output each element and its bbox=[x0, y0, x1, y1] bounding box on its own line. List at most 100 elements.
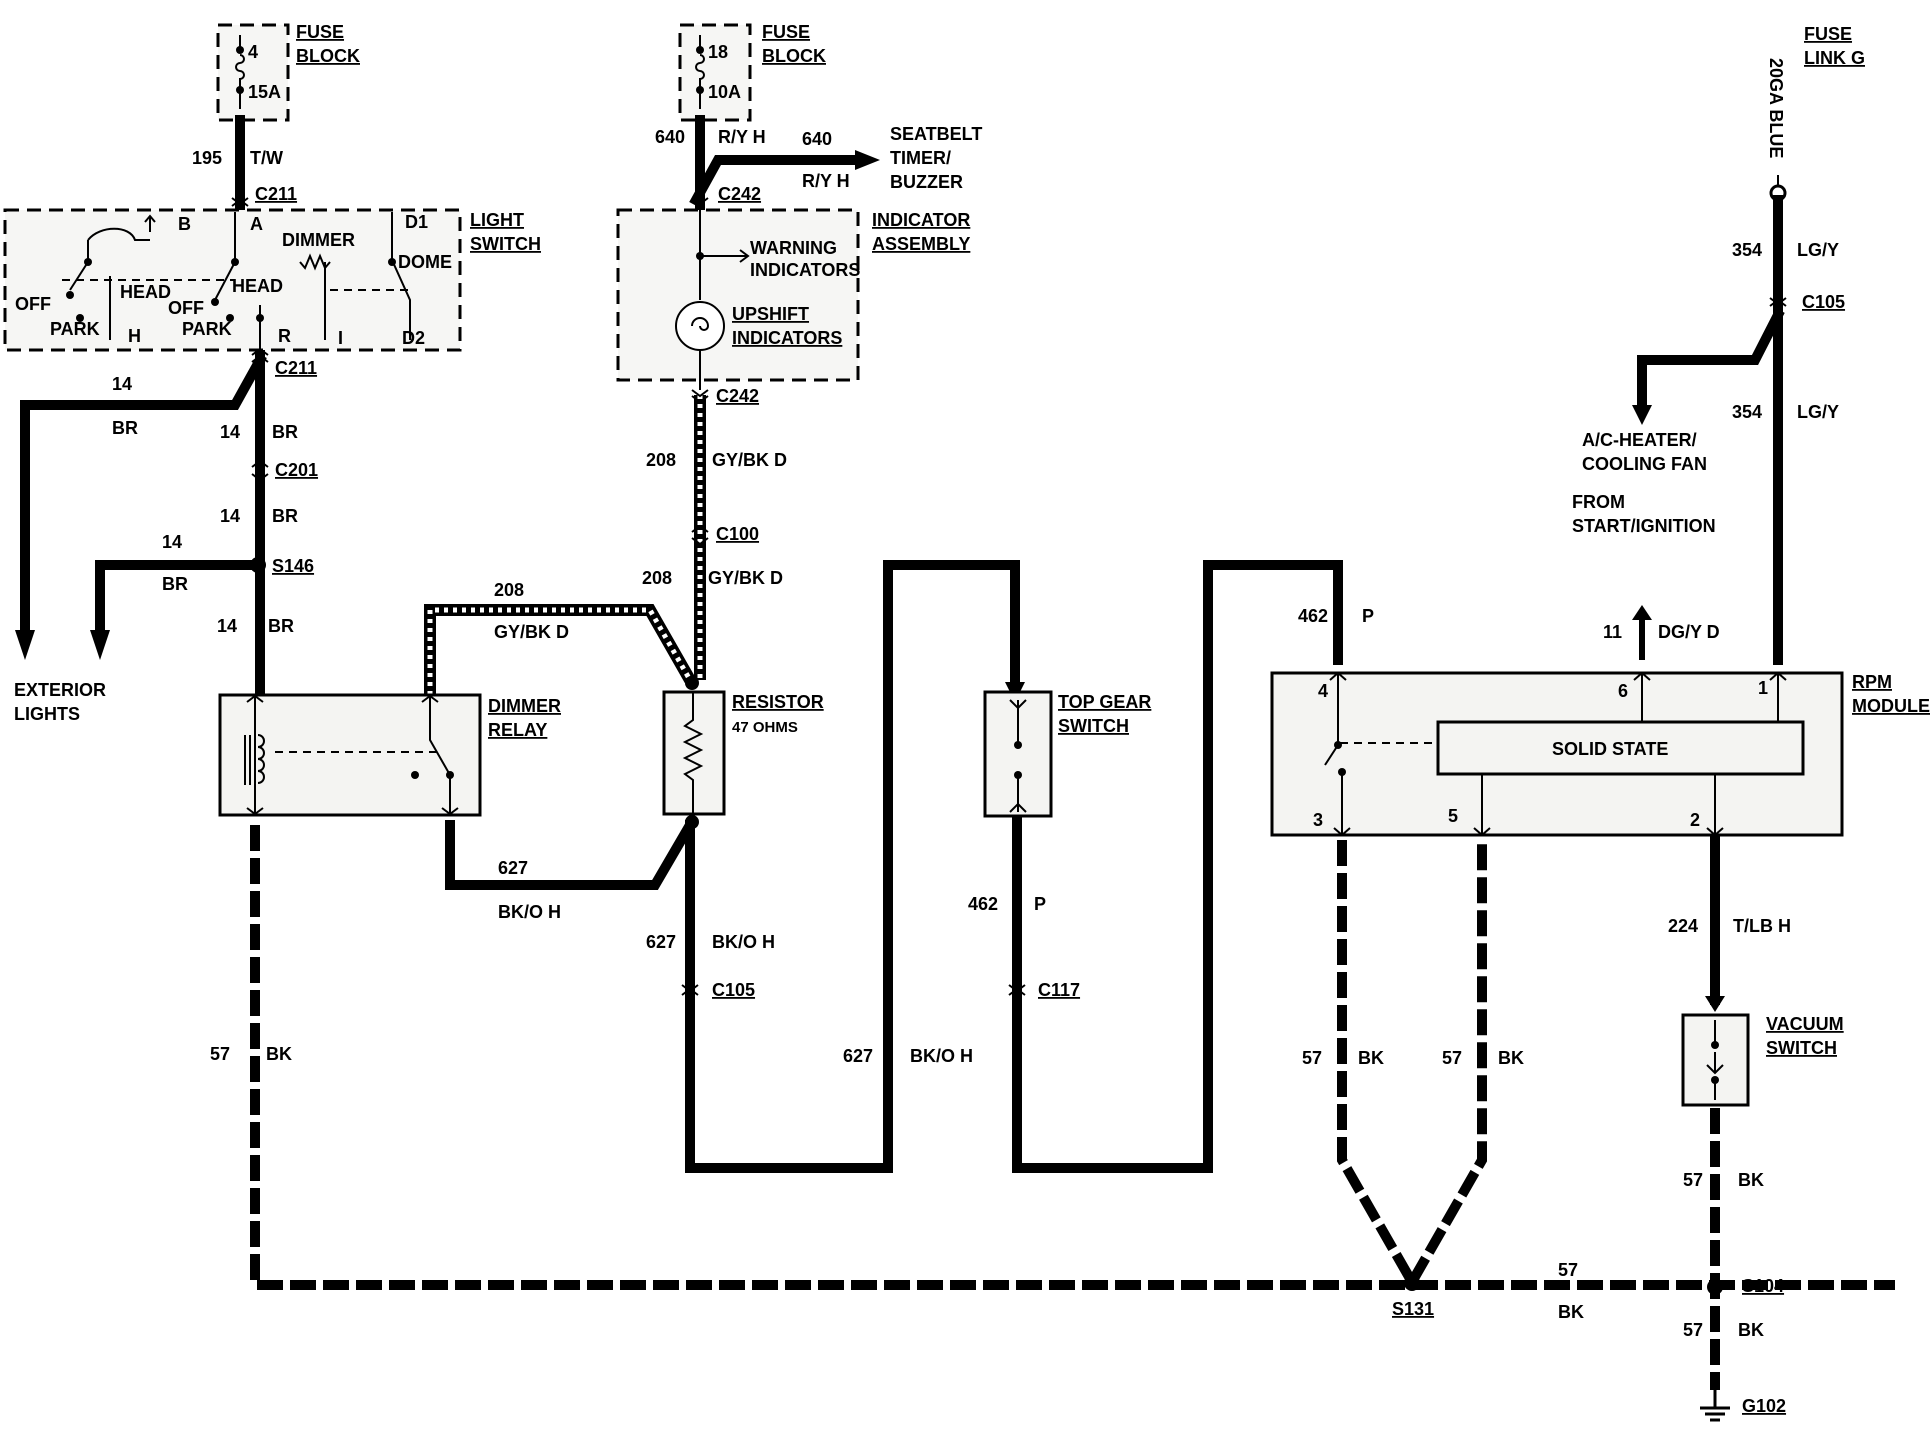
connector-c100: C100 bbox=[716, 524, 759, 544]
indicator-text: WARNING bbox=[750, 238, 837, 258]
component-label: ASSEMBLY bbox=[872, 234, 970, 254]
wire-color: GY/BK D bbox=[494, 622, 569, 642]
fuse-block-title: FUSE bbox=[296, 22, 344, 42]
destination-ac: A/C-HEATER/ bbox=[1582, 430, 1697, 450]
wire-number: 195 bbox=[192, 148, 222, 168]
solid-state-label: SOLID STATE bbox=[1552, 739, 1668, 759]
resistor: RESISTOR 47 OHMS bbox=[662, 676, 824, 829]
wire-number: 627 bbox=[498, 858, 528, 878]
wire-color: DG/Y D bbox=[1658, 622, 1720, 642]
source-from: FROM bbox=[1572, 492, 1625, 512]
destination-ac: COOLING FAN bbox=[1582, 454, 1707, 474]
switch-text: HEAD bbox=[232, 276, 283, 296]
fuse-block-title: BLOCK bbox=[296, 46, 360, 66]
wire-number: 14 bbox=[220, 506, 240, 526]
wire-number: 627 bbox=[843, 1046, 873, 1066]
terminal-label: I bbox=[338, 328, 343, 348]
indicator-text: INDICATORS bbox=[732, 328, 842, 348]
wire-color: T/W bbox=[250, 148, 283, 168]
wire-color: GY/BK D bbox=[708, 568, 783, 588]
fuse-link-g: FUSE LINK G 20GA BLUE bbox=[1766, 24, 1865, 202]
connector-c211: C211 bbox=[275, 358, 317, 378]
fuse-link-title: LINK G bbox=[1804, 48, 1865, 68]
component-label: MODULE bbox=[1852, 696, 1930, 716]
wire-number: 14 bbox=[112, 374, 132, 394]
wire-color: BR bbox=[272, 506, 298, 526]
splice-dot bbox=[1404, 1275, 1420, 1291]
wire-color: P bbox=[1034, 894, 1046, 914]
pin-label: 1 bbox=[1758, 678, 1768, 698]
wire-number: 208 bbox=[646, 450, 676, 470]
wire-labels: 195 T/W 640 R/Y H 640 R/Y H 14 BR 14 BR … bbox=[112, 127, 1839, 1340]
wire-number: 57 bbox=[1683, 1170, 1703, 1190]
wire-number: 462 bbox=[968, 894, 998, 914]
pin-label: 5 bbox=[1448, 806, 1458, 826]
dimmer-relay: DIMMER RELAY bbox=[218, 693, 561, 817]
solid-state-box bbox=[1436, 720, 1805, 776]
destination-seatbelt: BUZZER bbox=[890, 172, 963, 192]
connector-c117: C117 bbox=[1038, 980, 1080, 1000]
component-label: SWITCH bbox=[1766, 1038, 1837, 1058]
wire-number: 208 bbox=[494, 580, 524, 600]
indicator-text: INDICATORS bbox=[750, 260, 860, 280]
connector-c242: C242 bbox=[716, 386, 759, 406]
wires bbox=[15, 115, 1895, 1390]
wire-color: BK/O H bbox=[712, 932, 775, 952]
fuse-rating: 10A bbox=[708, 82, 741, 102]
wire-color: LG/Y bbox=[1797, 402, 1839, 422]
fuse-icon bbox=[696, 46, 704, 54]
pin-label: 6 bbox=[1618, 681, 1628, 701]
ground-g102: G102 bbox=[1742, 1396, 1786, 1416]
connector-c211: C211 bbox=[255, 184, 297, 204]
component-label: RPM bbox=[1852, 672, 1892, 692]
component-value: 47 OHMS bbox=[732, 719, 798, 736]
component-label: VACUUM bbox=[1766, 1014, 1844, 1034]
component-label: SWITCH bbox=[470, 234, 541, 254]
component-label: INDICATOR bbox=[872, 210, 970, 230]
wire-number: 14 bbox=[217, 616, 237, 636]
wire-color: BR bbox=[272, 422, 298, 442]
switch-text: PARK bbox=[182, 319, 232, 339]
source-from: START/IGNITION bbox=[1572, 516, 1716, 536]
fuse-block-title: BLOCK bbox=[762, 46, 826, 66]
component-label: DIMMER bbox=[488, 696, 561, 716]
pin-label: 4 bbox=[1318, 681, 1328, 701]
wire-color: BK bbox=[1498, 1048, 1524, 1068]
fuse-block-1: 4 15A FUSE BLOCK bbox=[216, 22, 360, 122]
splice-s104: S104 bbox=[1742, 1276, 1784, 1296]
switch-text: OFF bbox=[168, 298, 204, 318]
destination-exterior: LIGHTS bbox=[14, 704, 80, 724]
terminal-label: D1 bbox=[405, 212, 428, 232]
switch-text: OFF bbox=[15, 294, 51, 314]
splice-dot bbox=[685, 815, 699, 829]
wire-number: 57 bbox=[1302, 1048, 1322, 1068]
splices bbox=[250, 557, 1730, 1422]
fuse-block-title: FUSE bbox=[762, 22, 810, 42]
splice-s146: S146 bbox=[272, 556, 314, 576]
wire-color: BK bbox=[1738, 1320, 1764, 1340]
top-gear-switch: TOP GEAR SWITCH bbox=[983, 690, 1151, 818]
fuse-block-2: 18 10A FUSE BLOCK bbox=[678, 22, 826, 122]
wire-color: GY/BK D bbox=[712, 450, 787, 470]
pin-label: 2 bbox=[1690, 810, 1700, 830]
connector-c105: C105 bbox=[1802, 292, 1845, 312]
wire-color: BK/O H bbox=[498, 902, 561, 922]
wire-number: 208 bbox=[642, 568, 672, 588]
fuse-number: 4 bbox=[248, 42, 258, 62]
splice-dot bbox=[685, 676, 699, 690]
component-label: RESISTOR bbox=[732, 692, 824, 712]
wire-color: R/Y H bbox=[802, 171, 850, 191]
wire-number: 11 bbox=[1603, 622, 1622, 642]
wire-color: BK bbox=[1738, 1170, 1764, 1190]
terminal-label: R bbox=[278, 326, 291, 346]
vacuum-switch: VACUUM SWITCH bbox=[1681, 1013, 1844, 1107]
wire-color: BK/O H bbox=[910, 1046, 973, 1066]
wire-color: P bbox=[1362, 606, 1374, 626]
ground-icon bbox=[1700, 1390, 1730, 1422]
fuse-link-title: FUSE bbox=[1804, 24, 1852, 44]
splice-dot bbox=[1707, 1279, 1723, 1295]
wire-number: 57 bbox=[210, 1044, 230, 1064]
wire-color: BK bbox=[266, 1044, 292, 1064]
fuse-icon bbox=[236, 46, 244, 54]
terminal-label: B bbox=[178, 214, 191, 234]
